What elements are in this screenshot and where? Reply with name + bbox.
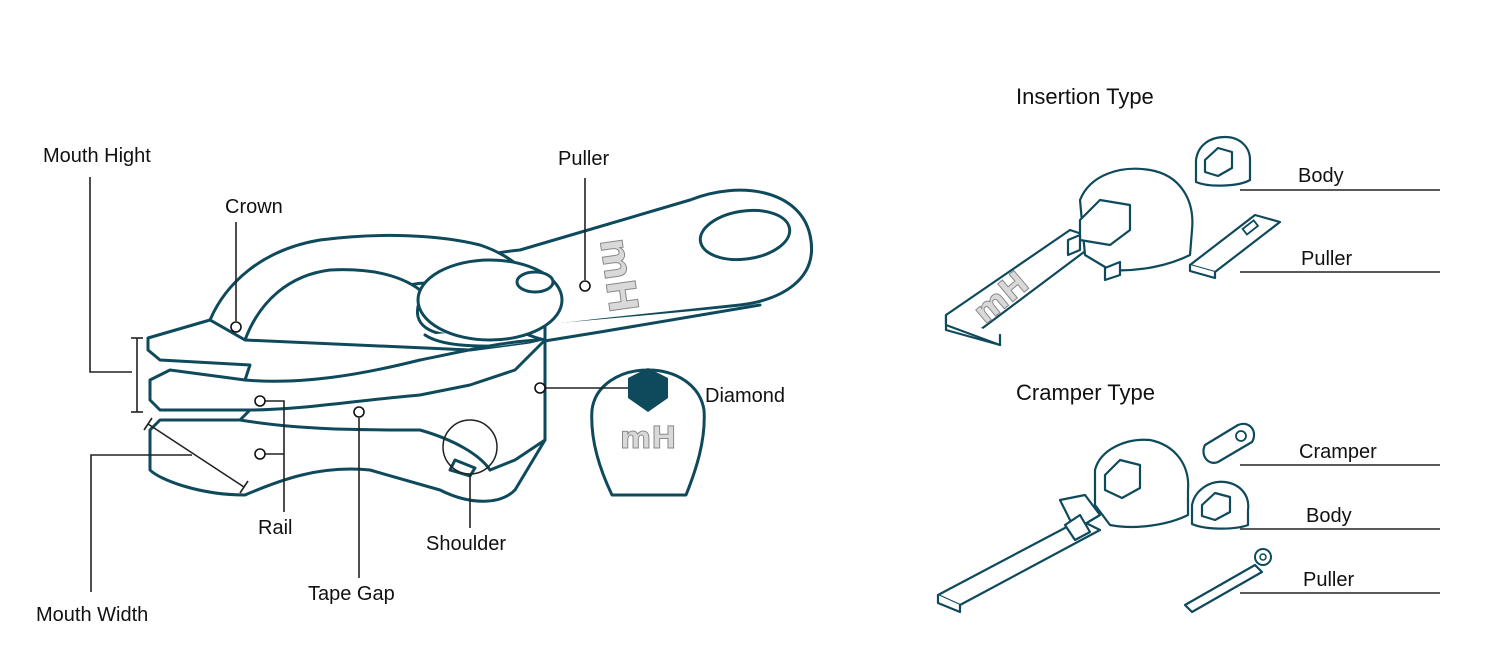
cramper-title: Cramper Type [1016,380,1155,405]
main-crown-bridge [208,233,564,342]
label-rail: Rail [258,517,292,539]
leader-lines [89,177,628,592]
cramper-label-cramper: Cramper [1299,441,1377,463]
diamond-shape [628,368,668,412]
label-tape-gap: Tape Gap [308,583,395,605]
label-puller: Puller [558,148,609,170]
cramper-label-body: Body [1306,505,1352,527]
insertion-type-section: Insertion Type mH Body Puller [944,84,1440,347]
label-shoulder: Shoulder [426,533,506,555]
cramper-cramper-part [1202,422,1440,466]
insertion-assembled-slider: mH [944,167,1194,347]
label-mouth-hight: Mouth Hight [43,145,151,167]
label-crown: Crown [225,196,283,218]
diamond-logo: mH [620,421,676,456]
puller-logo: mH [590,235,646,316]
insertion-puller-part [1188,213,1440,280]
cramper-label-puller: Puller [1303,569,1354,591]
label-mouth-width: Mouth Width [36,604,148,626]
cramper-body-part [1190,480,1440,530]
cramper-puller-part [1183,548,1440,614]
cramper-assembled-slider [936,438,1190,614]
cramper-type-section: Cramper Type Cramper Body [936,380,1440,614]
main-labels: Mouth Hight Crown Puller Diamond Rail Sh… [36,145,785,626]
insertion-label-body: Body [1298,165,1344,187]
main-slider-illustration: mH [146,188,813,503]
diamond-detail: mH [590,368,706,497]
insertion-title: Insertion Type [1016,84,1154,109]
main-slider-body [146,318,547,503]
insertion-body-part [1194,135,1440,191]
insertion-label-puller: Puller [1301,248,1352,270]
label-diamond: Diamond [705,385,785,407]
